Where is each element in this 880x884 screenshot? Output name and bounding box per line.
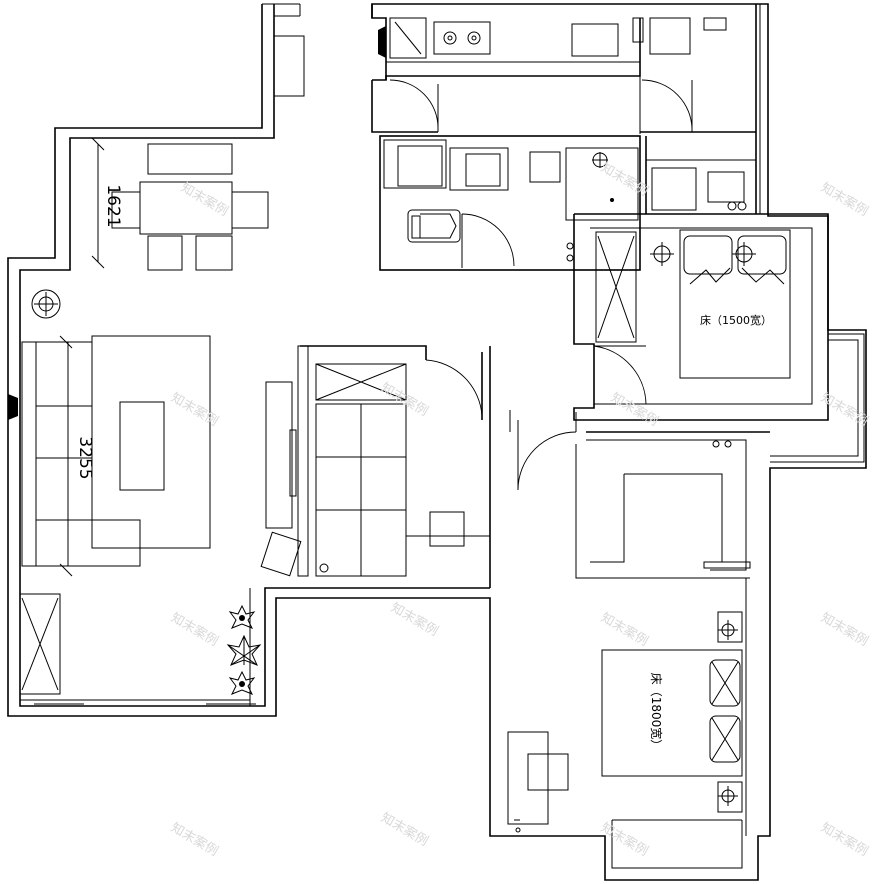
kitchen-appliance (571, 23, 619, 57)
kitchen-sink (389, 17, 427, 59)
svg-text:知末案例: 知末案例 (178, 180, 231, 220)
svg-text:知末案例: 知末案例 (168, 390, 221, 430)
potted-plant-icon (226, 604, 262, 695)
living-dining: 1621 3255 (8, 137, 269, 706)
balcony-cabinet (19, 593, 61, 695)
svg-text:知末案例: 知末案例 (168, 610, 221, 650)
kitchen (371, 17, 756, 134)
svg-text:知末案例: 知末案例 (168, 820, 221, 860)
study-wardrobe (315, 363, 407, 401)
coffee-table (119, 401, 165, 491)
svg-text:知末案例: 知末案例 (598, 160, 651, 200)
svg-text:知末案例: 知末案例 (818, 390, 871, 430)
toilet (407, 209, 461, 243)
master-bedroom: 床（1800宽） (507, 431, 770, 869)
master-bed (601, 649, 743, 777)
svg-text:知末案例: 知末案例 (598, 610, 651, 650)
svg-text:知末案例: 知末案例 (818, 820, 871, 860)
watermarks: 知末案例 知末案例 知末案例 知末案例 知末案例 知末案例 知末案例 知末案例 … (168, 160, 871, 860)
svg-text:知末案例: 知末案例 (378, 810, 431, 850)
bathroom (379, 135, 641, 271)
area-rug (91, 335, 211, 549)
wardrobe (595, 231, 637, 343)
utility-room (645, 136, 756, 214)
gas-stove (433, 21, 491, 55)
svg-text:知末案例: 知末案例 (598, 820, 651, 860)
second-bed-label: 床（1500宽） (700, 313, 772, 327)
tv-cabinet (265, 381, 293, 529)
master-bed-label: 床（1800宽） (649, 673, 664, 752)
sofa-dimension: 3255 (75, 436, 95, 479)
svg-text:知末案例: 知末案例 (608, 390, 661, 430)
second-bed (679, 229, 791, 379)
corridor (481, 346, 577, 588)
fridge (649, 17, 691, 55)
exterior-walls (7, 3, 867, 881)
sofa (21, 341, 141, 567)
study (260, 345, 490, 577)
dining-dimension: 1621 (103, 184, 123, 227)
second-bedroom: 床（1500宽） (573, 201, 865, 463)
svg-text:知末案例: 知末案例 (818, 610, 871, 650)
svg-text:知末案例: 知末案例 (388, 600, 441, 640)
